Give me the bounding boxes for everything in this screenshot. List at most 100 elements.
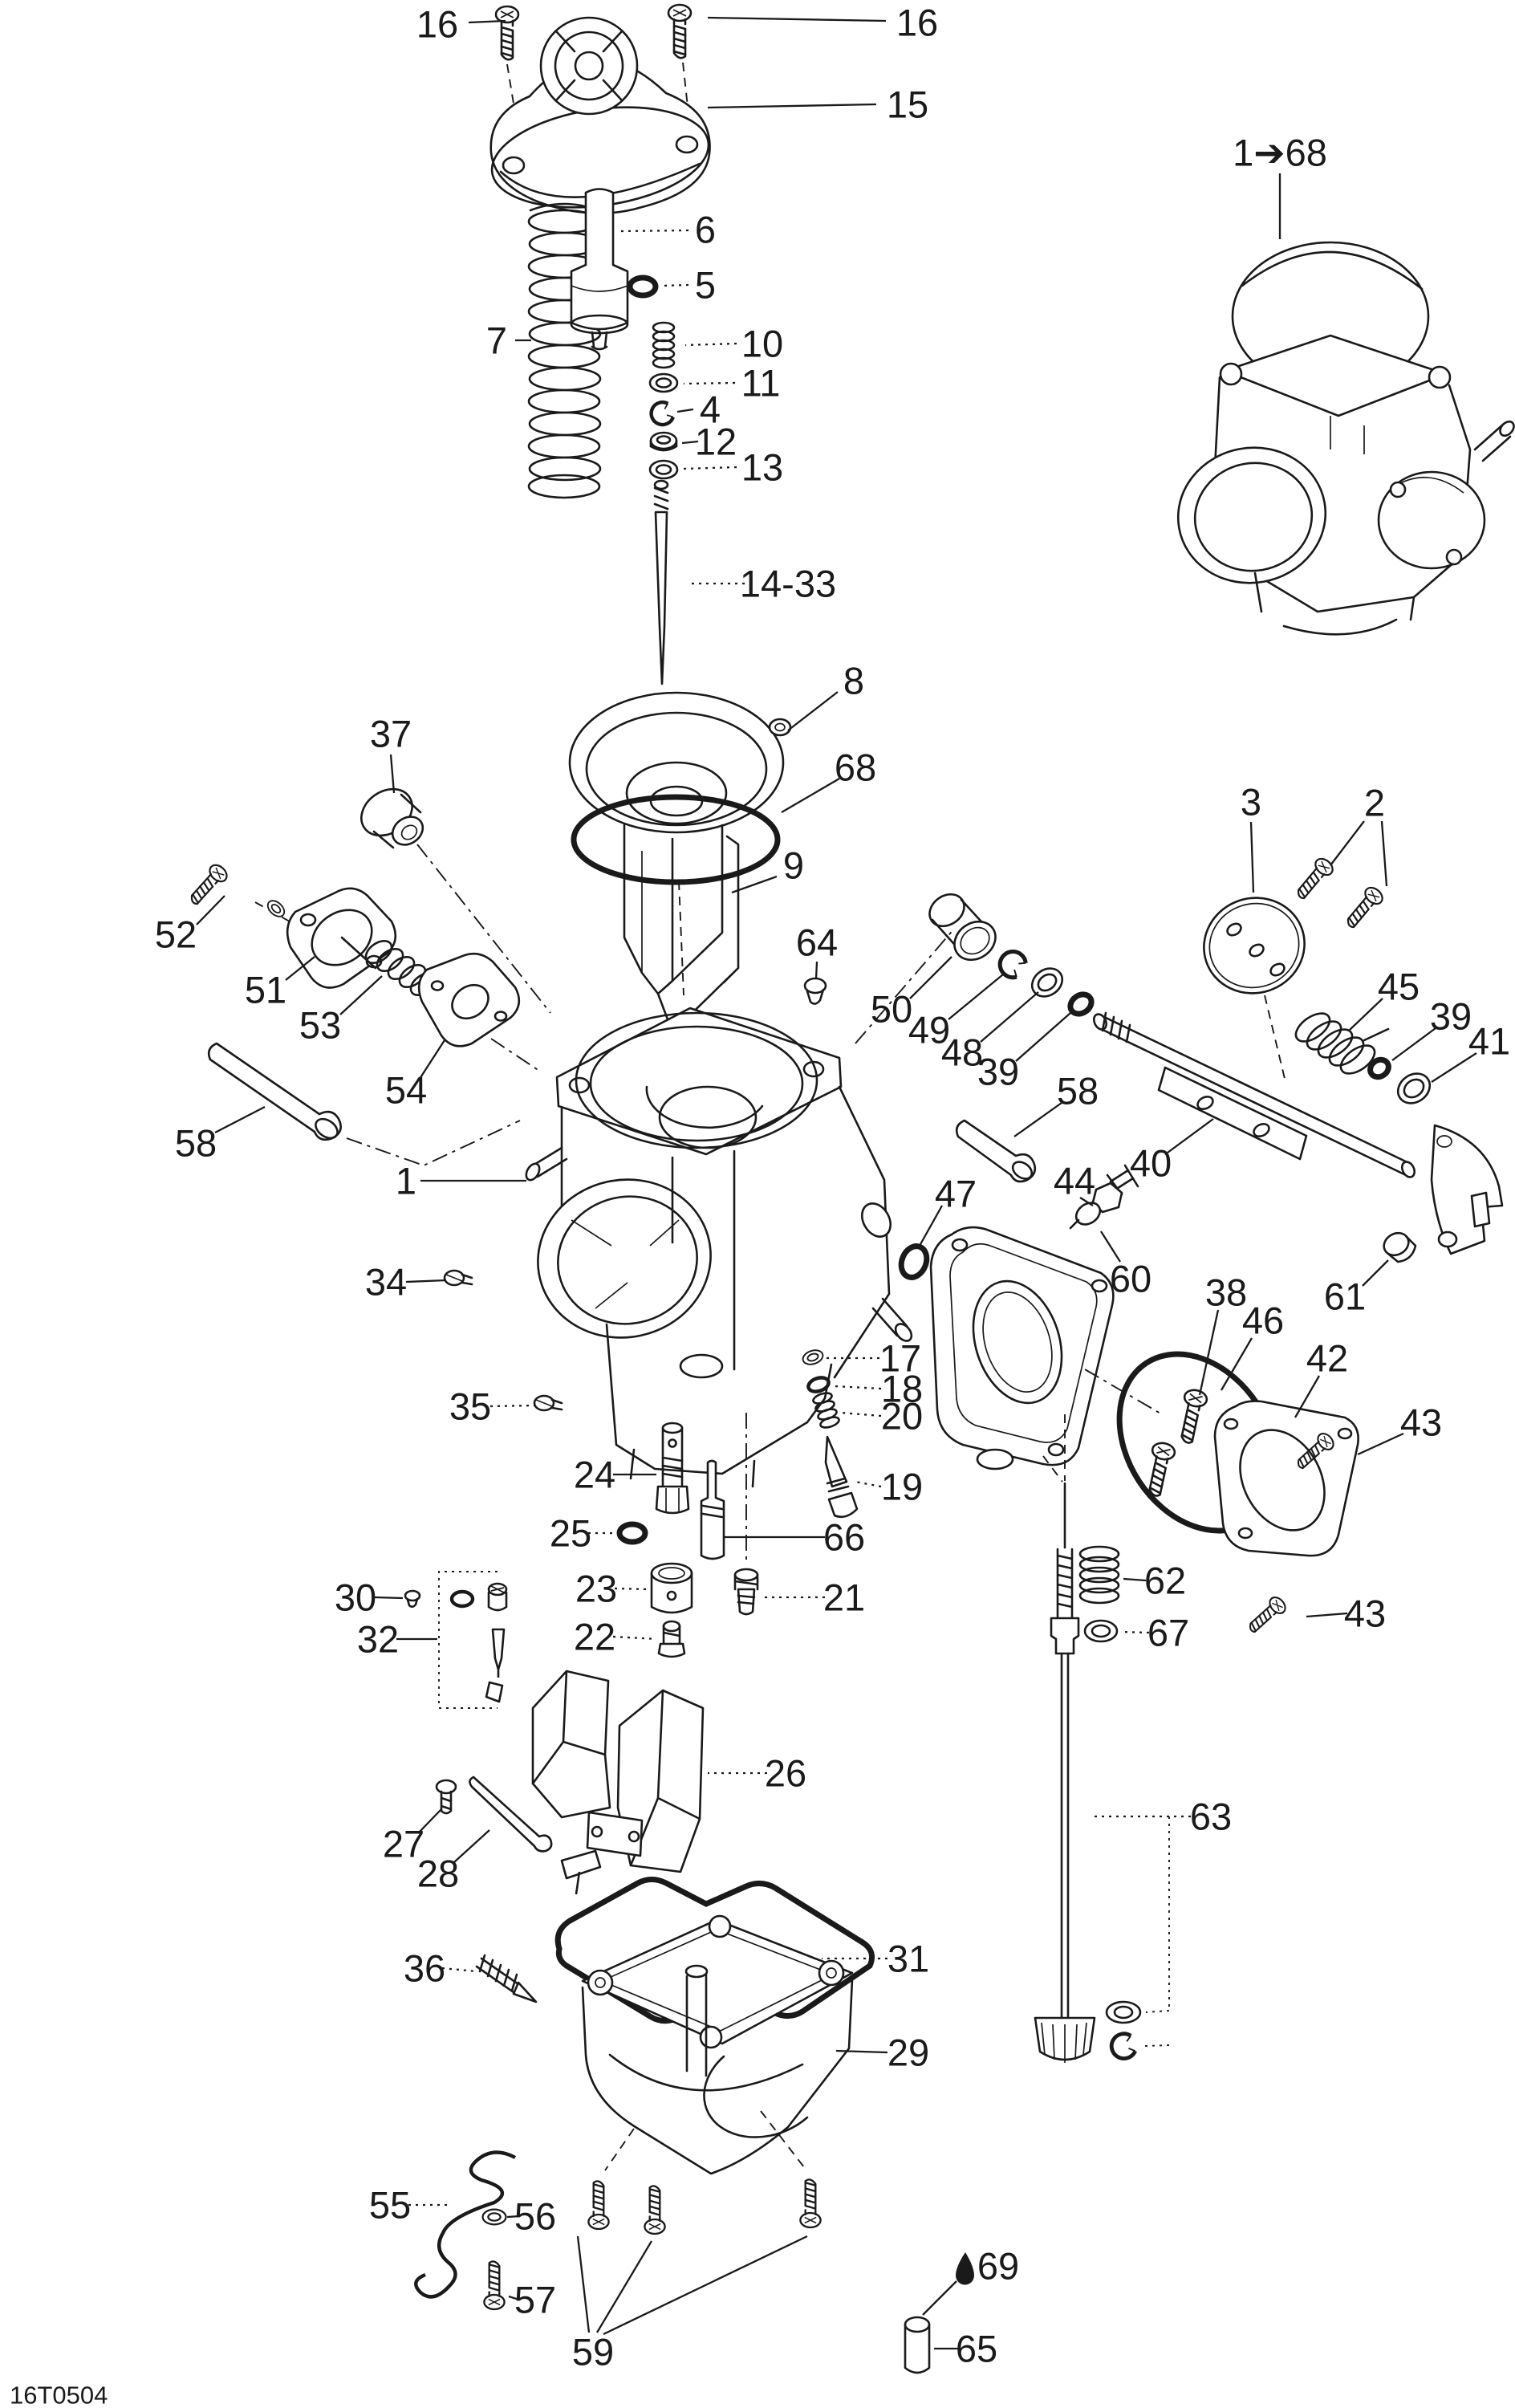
o-ring-part-47 [898,1243,930,1280]
leader-line-19 [855,1480,882,1488]
plug-screw-part-34 [443,1269,473,1287]
callout-label-11: 11 [741,362,781,405]
callout-label-4: 4 [700,388,721,431]
leader-line-6 [620,229,689,233]
return-spring-part-45 [1294,1012,1390,1075]
leader-line-36 [441,1967,477,1973]
leader-line-38 [1198,1309,1220,1396]
callout-label-55: 55 [369,2184,411,2227]
callout-label-2: 2 [1364,782,1385,824]
washer-part-67 [1083,1619,1119,1643]
leader-line-16 [468,19,506,24]
needle-valve-kit-bracket-32 [438,1571,508,1709]
diaphragm-cover-part-15 [489,16,711,215]
washer-part-56 [481,2208,507,2226]
leader-line-53 [339,975,383,1015]
callout-label-58: 58 [175,1122,217,1165]
shaft-bushing-part-50 [928,893,997,962]
leader-line-45 [1349,998,1383,1031]
leader-line-39 [1015,1012,1071,1062]
assembled-carburetor [1176,241,1515,636]
leader-line-62 [1123,1577,1147,1582]
o-ring-part-39a [1067,991,1095,1017]
callout-label-53: 53 [299,1004,341,1047]
bowl-gasket-part-31 [554,1877,875,2024]
callout-label-68: 68 [835,746,876,789]
float-bowl-part-29 [581,1914,854,2175]
throttle-shaft-part-40 [1092,1011,1416,1178]
leader-line-12 [681,440,699,445]
callout-label-15: 15 [887,83,928,126]
callout-label-3: 3 [1241,781,1261,824]
leader-line-43 [1357,1432,1404,1456]
assembly-axis-slide [678,881,684,996]
callout-label-52: 52 [155,913,197,956]
o-ring-part-5 [627,275,659,299]
callout-label-34: 34 [365,1261,407,1304]
chamber-cover-part-60 [929,1226,1115,1470]
diaphragm-part-8 [568,691,792,834]
callout-label-31: 31 [887,1938,929,1980]
leader-line-39 [1391,1027,1436,1061]
jet-needle-holder-part-6 [570,188,629,351]
leader-line-49 [948,974,1004,1020]
callout-label-13: 13 [741,446,783,489]
leader-line-27 [417,1808,442,1834]
leader-line-35 [489,1404,535,1408]
callout-label-16: 16 [416,3,458,46]
plug-screw-part-35 [533,1394,563,1412]
callout-label-60: 60 [1110,1258,1151,1300]
callout-label-18: 18 [881,1368,923,1410]
washer-part-11 [648,372,679,393]
callout-label-69: 69 [977,2245,1019,2288]
leader-line-58 [214,1105,266,1134]
callout-label-22: 22 [574,1616,615,1658]
throttle-plate-part-3 [1203,897,1306,1083]
callout-label-66: 66 [823,1516,865,1559]
leader-line-30 [373,1596,404,1600]
callout-label-26: 26 [765,1752,806,1795]
leader-line-64 [814,961,818,980]
callout-label-7: 7 [486,319,507,362]
bushing-part-37 [360,787,551,1014]
callout-label-56: 56 [514,2195,556,2238]
leader-line-18 [834,1385,882,1390]
washer-part-41 [1396,1072,1432,1104]
washer-52 [264,897,288,921]
callout-label-43: 43 [1400,1401,1442,1444]
bowl-screws-part-59 [587,2178,822,2235]
leader-line-52 [196,895,225,925]
callout-label-17: 17 [879,1337,921,1380]
leader-line-61 [1362,1259,1389,1287]
leader-line-20 [840,1411,882,1418]
retainer-wire-part-55 [414,2150,517,2299]
vent-tube-part-58-right [955,1119,1037,1183]
cable-axis [1042,1455,1063,1483]
callout-label-61: 61 [1324,1275,1366,1318]
o-ring-part-39b [1367,1056,1391,1080]
leader-line-16 [707,16,887,22]
o-ring-part-25 [616,1521,648,1545]
callout-label-1➔68: 1➔68 [1233,132,1327,174]
leader-line-51 [285,956,315,981]
tube-part-65 [904,2316,931,2374]
idle-screw-part-19 [824,1435,859,1519]
callout-label-43: 43 [1344,1592,1386,1635]
float-pin-part-28 [469,1775,553,1853]
callout-label-25: 25 [550,1512,591,1555]
leader-line-10 [684,342,737,347]
callout-label-62: 62 [1144,1560,1186,1602]
callout-label-14-33: 14-33 [740,563,836,605]
callout-label-41: 41 [1468,1020,1510,1063]
leader-line-56 [506,2215,520,2219]
leader-line-8 [787,691,839,731]
callout-label-50: 50 [871,988,912,1031]
callout-label-40: 40 [1130,1142,1172,1185]
callout-label-20: 20 [881,1395,923,1438]
callout-label-39: 39 [977,1051,1019,1093]
callout-label-38: 38 [1205,1271,1247,1314]
leader-line-11 [683,381,736,385]
callout-label-46: 46 [1242,1300,1284,1342]
